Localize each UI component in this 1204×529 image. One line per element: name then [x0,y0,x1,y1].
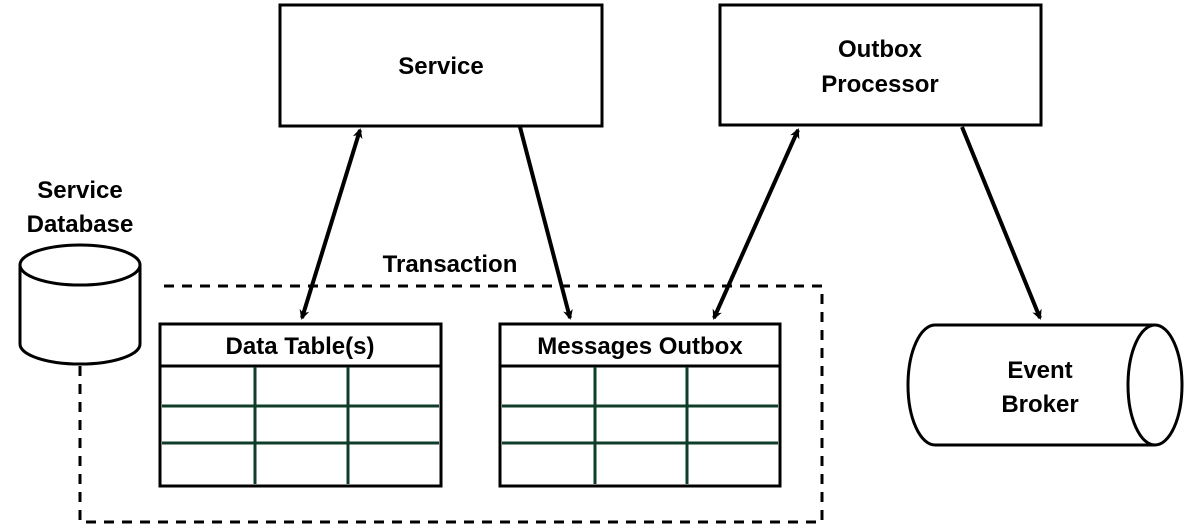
arrow-service-data-tables [299,128,363,320]
service-label: Service [398,53,483,80]
transaction-label: Transaction [383,251,518,278]
data-tables-label: Data Table(s) [226,333,375,360]
service-node: Service [278,3,604,128]
arrow-service-messages-outbox [518,126,573,320]
database-cylinder-icon [18,243,142,366]
messages-outbox-node: Messages Outbox [498,322,782,488]
data-tables-node: Data Table(s) [158,322,443,488]
data-tables-grid [162,367,439,484]
arrow-outbox-processor-messages-outbox [712,128,800,320]
outbox-processor-label-line2: Processor [821,71,938,98]
service-database-node: Service Database [18,177,142,366]
outbox-processor-node: Outbox Processor [718,3,1043,127]
arrow-outbox-processor-event-broker [960,126,1042,320]
service-database-label-line1: Service [37,177,122,204]
transaction-boundary [78,284,824,524]
outbox-processor-label-line1: Outbox [838,36,923,63]
messages-outbox-label: Messages Outbox [537,333,743,360]
service-database-label-line2: Database [27,211,134,238]
messages-outbox-grid [502,367,778,484]
event-broker-label-line1: Event [1007,357,1072,384]
event-broker-label-line2: Broker [1001,391,1078,418]
event-broker-node: Event Broker [906,323,1184,447]
